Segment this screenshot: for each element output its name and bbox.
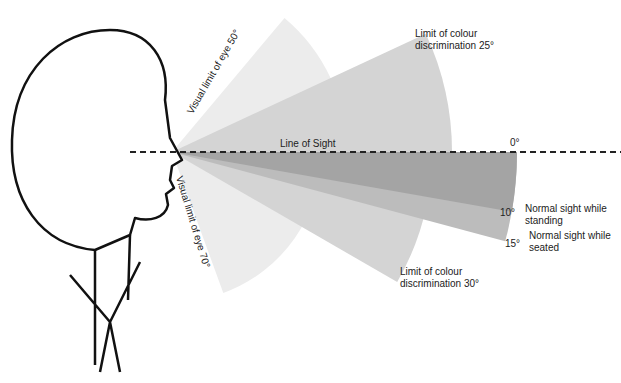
angle-label: Limit of colour discrimination 25°	[415, 28, 510, 52]
angle-label: Limit of colour discrimination 30°	[400, 266, 500, 290]
sight-label: Normal sight while standing	[525, 203, 617, 227]
colour-field-upper	[172, 34, 452, 152]
sight-label: Normal sight while seated	[529, 230, 617, 254]
standing-sight-sector	[172, 152, 517, 212]
collar-and-tie	[70, 235, 140, 372]
angle-label: 10°	[500, 207, 515, 219]
axis-label: Line of Sight	[280, 138, 336, 150]
angle-label: 15°	[505, 238, 520, 250]
line-of-sight	[130, 151, 621, 153]
angle-label: 0°	[510, 137, 520, 149]
seated-sight-sector	[172, 152, 517, 241]
head-silhouette	[12, 30, 182, 250]
